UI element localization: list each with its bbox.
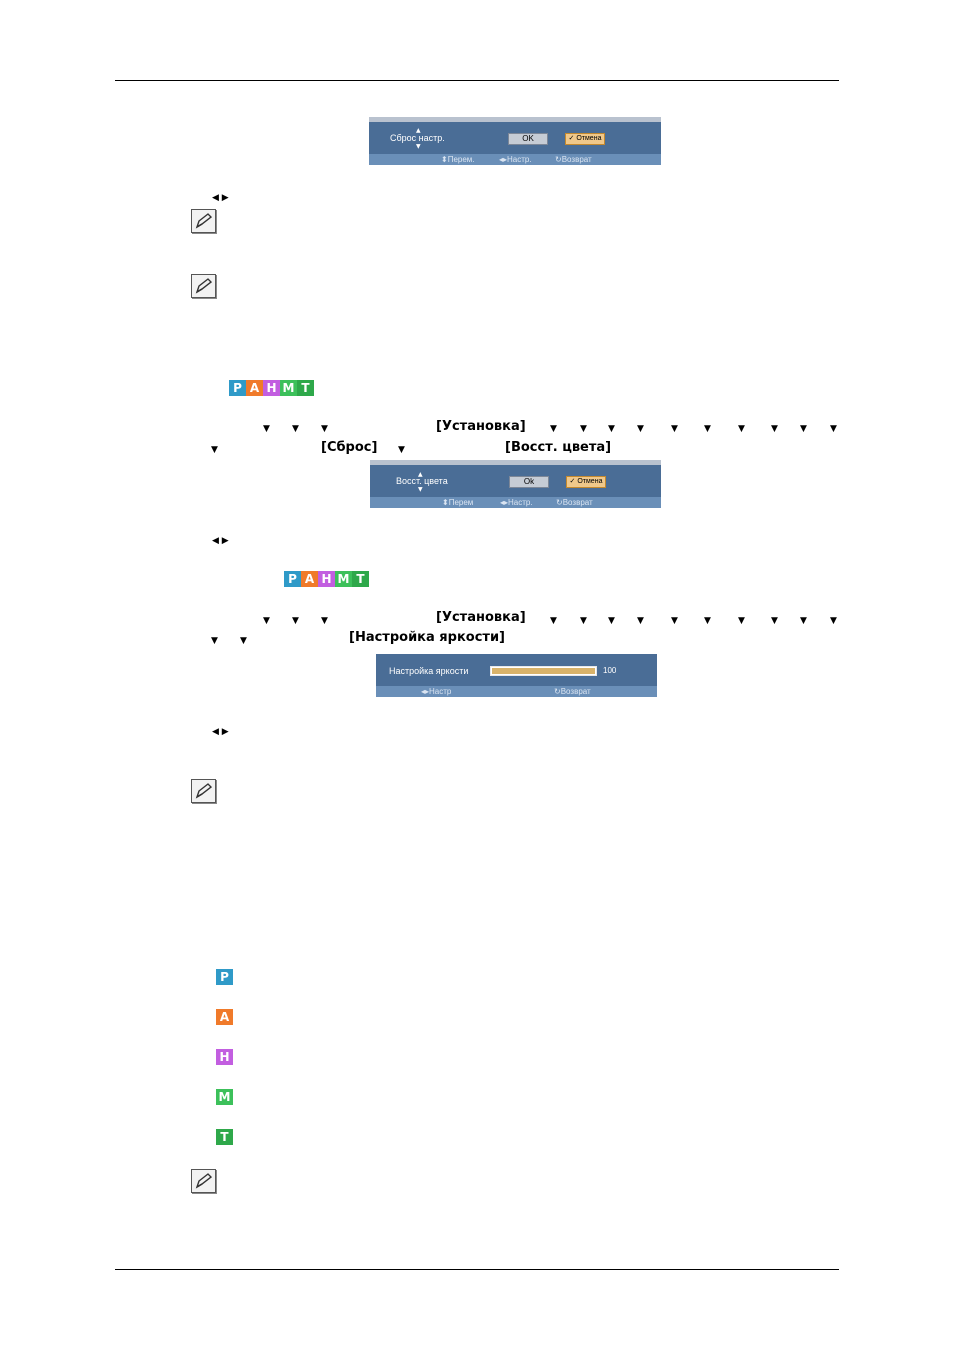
mode-m-badge: M: [216, 1089, 233, 1105]
footer-rule: [115, 1269, 839, 1270]
down-arrow-icon: ▼: [580, 616, 587, 626]
left-right-arrows-icon: ◀ ▶: [212, 727, 229, 737]
brightness-slider[interactable]: [490, 666, 597, 676]
down-arrow-icon: ▼: [800, 424, 807, 434]
cancel-button[interactable]: ✓ Отмена: [565, 133, 605, 145]
mode-m-badge: M: [280, 380, 297, 396]
mode-p-badge: P: [284, 571, 301, 587]
down-arrow-icon: ▼: [608, 616, 615, 626]
down-arrow-icon: ▼: [800, 616, 807, 626]
down-arrow-icon: ▼: [398, 445, 405, 455]
down-arrow-icon: ▼: [608, 424, 615, 434]
hint-adjust: ◂▸ Настр: [421, 687, 452, 696]
down-arrow-icon: ▼: [263, 424, 270, 434]
down-arrow-icon: ▼: [211, 636, 218, 646]
down-arrow-icon: ▼: [580, 424, 587, 434]
menu-brightness-label: [Настройка яркости]: [349, 630, 505, 645]
down-arrow-icon: ▼: [704, 616, 711, 626]
osd-hint-bar: ⬍ Перем ◂▸ Настр. ↻ Возврат: [370, 497, 661, 508]
osd-hint-bar: ⬍ Перем. ◂▸ Настр. ↻ Возврат: [369, 154, 661, 165]
hint-return: ↻ Возврат: [556, 498, 593, 507]
hint-move: ⬍ Перем.: [441, 155, 475, 164]
menu-reset-label: [Сброс]: [321, 440, 378, 455]
down-arrow-icon: ▼: [704, 424, 711, 434]
osd-title: Восст. цвета: [396, 476, 448, 486]
mode-a-badge: A: [301, 571, 318, 587]
osd-title: Настройка яркости: [389, 666, 469, 676]
osd-hint-bar: ◂▸ Настр ↻ Возврат: [376, 686, 657, 697]
hint-move: ⬍ Перем: [442, 498, 474, 507]
mode-p-badge: P: [216, 969, 233, 985]
note-icon: [191, 1169, 216, 1193]
down-arrow-icon: ▼: [550, 616, 557, 626]
hint-adjust: ◂▸ Настр.: [500, 498, 533, 507]
down-arrow-icon: ▼: [771, 616, 778, 626]
osd-topbar: [369, 117, 661, 122]
note-icon: [191, 274, 216, 298]
note-icon: [191, 779, 216, 803]
mode-h-badge: H: [263, 380, 280, 396]
left-right-arrows-icon: ◀ ▶: [212, 193, 229, 203]
hint-return: ↻ Возврат: [554, 687, 591, 696]
up-down-icon: ▼: [418, 486, 423, 493]
mode-t-badge: T: [216, 1129, 233, 1145]
header-rule: [115, 80, 839, 81]
osd-color-reset-dialog: ▲ ▼ Восст. цвета Ok ✓ Отмена ⬍ Перем ◂▸ …: [370, 460, 661, 508]
down-arrow-icon: ▼: [830, 424, 837, 434]
brightness-value: 100: [603, 666, 617, 675]
cancel-label: Отмена: [576, 135, 602, 142]
up-down-icon: ▼: [416, 143, 421, 150]
down-arrow-icon: ▼: [771, 424, 778, 434]
down-arrow-icon: ▼: [671, 616, 678, 626]
down-arrow-icon: ▼: [671, 424, 678, 434]
down-arrow-icon: ▼: [637, 616, 644, 626]
mode-t-badge: T: [352, 571, 369, 587]
hint-adjust: ◂▸ Настр.: [499, 155, 532, 164]
down-arrow-icon: ▼: [830, 616, 837, 626]
menu-setup-label: [Установка]: [436, 610, 526, 625]
osd-reset-dialog: ▲ ▼ Сброс настр. OK ✓ Отмена ⬍ Перем. ◂▸…: [369, 117, 661, 165]
down-arrow-icon: ▼: [738, 616, 745, 626]
note-icon: [191, 209, 216, 233]
osd-title: Сброс настр.: [390, 133, 445, 143]
cancel-label: Отмена: [577, 478, 603, 485]
left-right-arrows-icon: ◀ ▶: [212, 536, 229, 546]
up-down-icon: ▲: [416, 127, 421, 134]
mode-p-badge: P: [229, 380, 246, 396]
down-arrow-icon: ▼: [550, 424, 557, 434]
down-arrow-icon: ▼: [263, 616, 270, 626]
mode-a-badge: A: [246, 380, 263, 396]
brightness-slider-fill: [492, 668, 595, 674]
menu-setup-label: [Установка]: [436, 419, 526, 434]
ok-button[interactable]: Ok: [509, 476, 549, 488]
down-arrow-icon: ▼: [240, 636, 247, 646]
down-arrow-icon: ▼: [292, 616, 299, 626]
mode-badges: P A H M T: [229, 380, 314, 396]
osd-brightness-dialog: Настройка яркости 100 ◂▸ Настр ↻ Возврат: [376, 654, 657, 697]
down-arrow-icon: ▼: [738, 424, 745, 434]
mode-h-badge: H: [216, 1049, 233, 1065]
down-arrow-icon: ▼: [321, 424, 328, 434]
ok-button[interactable]: OK: [508, 133, 548, 145]
cancel-button[interactable]: ✓ Отмена: [566, 476, 606, 488]
down-arrow-icon: ▼: [211, 445, 218, 455]
mode-a-badge: A: [216, 1009, 233, 1025]
down-arrow-icon: ▼: [292, 424, 299, 434]
mode-m-badge: M: [335, 571, 352, 587]
osd-topbar: [370, 460, 661, 465]
mode-badges: P A H M T: [284, 571, 369, 587]
hint-return: ↻ Возврат: [555, 155, 592, 164]
mode-h-badge: H: [318, 571, 335, 587]
up-down-icon: ▲: [418, 471, 423, 478]
menu-color-reset-label: [Восст. цвета]: [505, 440, 612, 455]
mode-t-badge: T: [297, 380, 314, 396]
down-arrow-icon: ▼: [321, 616, 328, 626]
down-arrow-icon: ▼: [637, 424, 644, 434]
